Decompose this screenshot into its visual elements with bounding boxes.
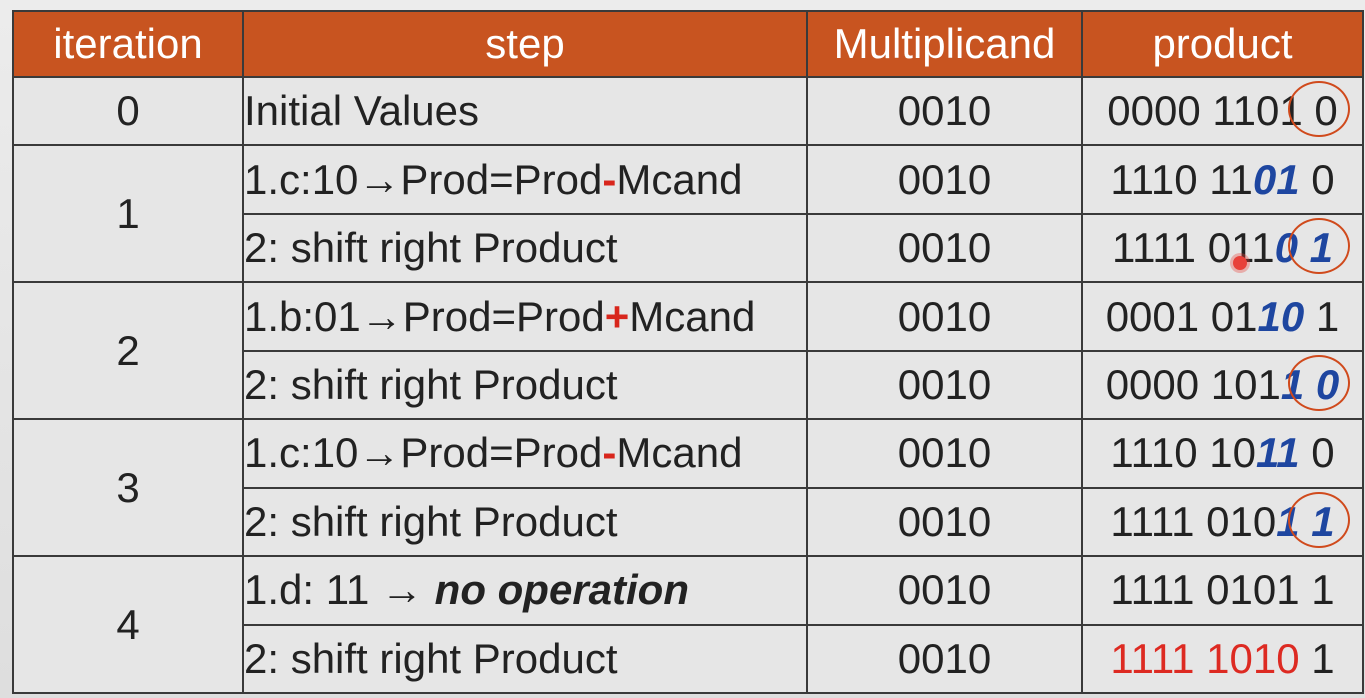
table-row: 2 1.b:01→Prod=Prod+Mcand 0010 0001 0110 … — [12, 281, 1364, 421]
multiplicand-cell: 0010 — [806, 75, 1083, 147]
step-text: Mcand — [629, 292, 756, 340]
product-cell: 1111 0101 1 — [1081, 486, 1364, 558]
multiplicand-cell: 0010 — [806, 555, 1083, 626]
multiplicand-cell: 0010 — [806, 212, 1083, 284]
table-row: 2: shift right Product 0010 1111 0110 1 — [13, 212, 1364, 284]
table-row: 2: shift right Product 0010 1111 1010 1 — [13, 623, 1364, 694]
step-cell: 1.d: 11 → no operation — [242, 555, 808, 626]
step-cell: 2: shift right Product — [242, 486, 808, 558]
product-value: 1110 10 — [1110, 429, 1256, 477]
product-highlight-bits: 1 0 — [1280, 360, 1340, 408]
table-row: 2: shift right Product 0010 1111 0101 1 — [13, 486, 1364, 558]
product-highlight-bits: 11 — [1255, 429, 1300, 477]
product-value: 1111 011 — [1111, 224, 1275, 272]
product-value: 1111 010 — [1110, 497, 1277, 545]
multiplicand-cell: 0010 — [806, 281, 1083, 352]
header-step: step — [242, 10, 808, 78]
product-cell: 1111 0110 1 — [1081, 212, 1364, 284]
step-cell: 2: shift right Product — [242, 623, 808, 694]
product-cell: 0000 1101 0 — [1081, 75, 1364, 147]
step-text: Mcand — [616, 155, 743, 203]
multiplicand-cell: 0010 — [806, 418, 1083, 489]
product-lsb: 1 — [1299, 634, 1335, 682]
table-row: 0 Initial Values 0010 0000 1101 0 — [12, 75, 1364, 147]
product-lsb: 0 — [1299, 429, 1335, 477]
iteration-cell: 2 — [12, 281, 244, 421]
iteration-cell: 4 — [12, 555, 244, 694]
header-iteration: iteration — [12, 10, 244, 78]
product-highlight-bits: 1 1 — [1276, 497, 1335, 545]
product-lsb: 1 — [1304, 292, 1340, 340]
product-lsb: 0 — [1299, 155, 1335, 203]
product-cell: 0000 1011 0 — [1081, 349, 1364, 421]
product-highlight-bits: 01 — [1252, 155, 1300, 203]
product-cell: 0001 0110 1 — [1081, 281, 1364, 352]
header-row: iteration step Multiplicand product — [12, 10, 1364, 78]
no-operation-text: no operation — [434, 566, 689, 614]
minus-operator: - — [602, 155, 617, 203]
step-cell: 1.c:10→Prod=Prod-Mcand — [242, 418, 808, 489]
product-result-bits: 1111 1010 — [1110, 634, 1300, 682]
step-cell: 2: shift right Product — [242, 212, 808, 284]
step-text: Mcand — [616, 429, 743, 477]
product-value: 1110 11 — [1110, 155, 1253, 203]
table-row: 2: shift right Product 0010 0000 1011 0 — [13, 349, 1364, 421]
step-text: 1.c:10→Prod=Prod — [244, 429, 603, 477]
plus-operator: + — [604, 292, 630, 340]
multiplicand-cell: 0010 — [806, 144, 1083, 215]
product-value: 0000 101 — [1105, 360, 1281, 408]
table-row: 1 1.c:10→Prod=Prod-Mcand 0010 1110 1101 … — [12, 144, 1364, 284]
product-lsb: 0 — [1314, 87, 1338, 135]
product-cell: 1111 0101 1 — [1081, 555, 1364, 626]
step-cell: 1.c:10→Prod=Prod-Mcand — [242, 144, 808, 215]
table-row: 4 1.d: 11 → no operation 0010 1111 0101 … — [12, 555, 1364, 694]
step-text: 1.d: 11 → — [244, 566, 435, 614]
multiplicand-cell: 0010 — [806, 623, 1083, 694]
step-cell: 2: shift right Product — [242, 349, 808, 421]
step-text: 1.b:01→Prod=Prod — [244, 292, 605, 340]
multiplicand-cell: 0010 — [806, 349, 1083, 421]
table-row: 3 1.c:10→Prod=Prod-Mcand 0010 1110 1011 … — [12, 418, 1364, 558]
pointer-dot — [1233, 256, 1247, 270]
booth-multiplication-table: iteration step Multiplicand product 0 In… — [12, 10, 1364, 694]
iteration-cell: 3 — [12, 418, 244, 558]
iteration-cell: 1 — [12, 144, 244, 284]
header-product: product — [1081, 10, 1364, 78]
step-text: 1.c:10→Prod=Prod — [244, 155, 603, 203]
step-cell: Initial Values — [242, 75, 808, 147]
product-cell: 1111 1010 1 — [1081, 623, 1364, 694]
product-highlight-bits: 10 — [1257, 292, 1305, 340]
minus-operator: - — [602, 429, 617, 477]
header-multiplicand: Multiplicand — [806, 10, 1083, 78]
iteration-cell: 0 — [12, 75, 244, 147]
product-value: 0001 01 — [1105, 292, 1258, 340]
product-cell: 1110 1011 0 — [1081, 418, 1364, 489]
product-highlight-bits: 0 1 — [1274, 224, 1334, 272]
step-cell: 1.b:01→Prod=Prod+Mcand — [242, 281, 808, 352]
product-value: 0000 1101 — [1107, 87, 1303, 135]
multiplicand-cell: 0010 — [806, 486, 1083, 558]
product-cell: 1110 1101 0 — [1081, 144, 1364, 215]
